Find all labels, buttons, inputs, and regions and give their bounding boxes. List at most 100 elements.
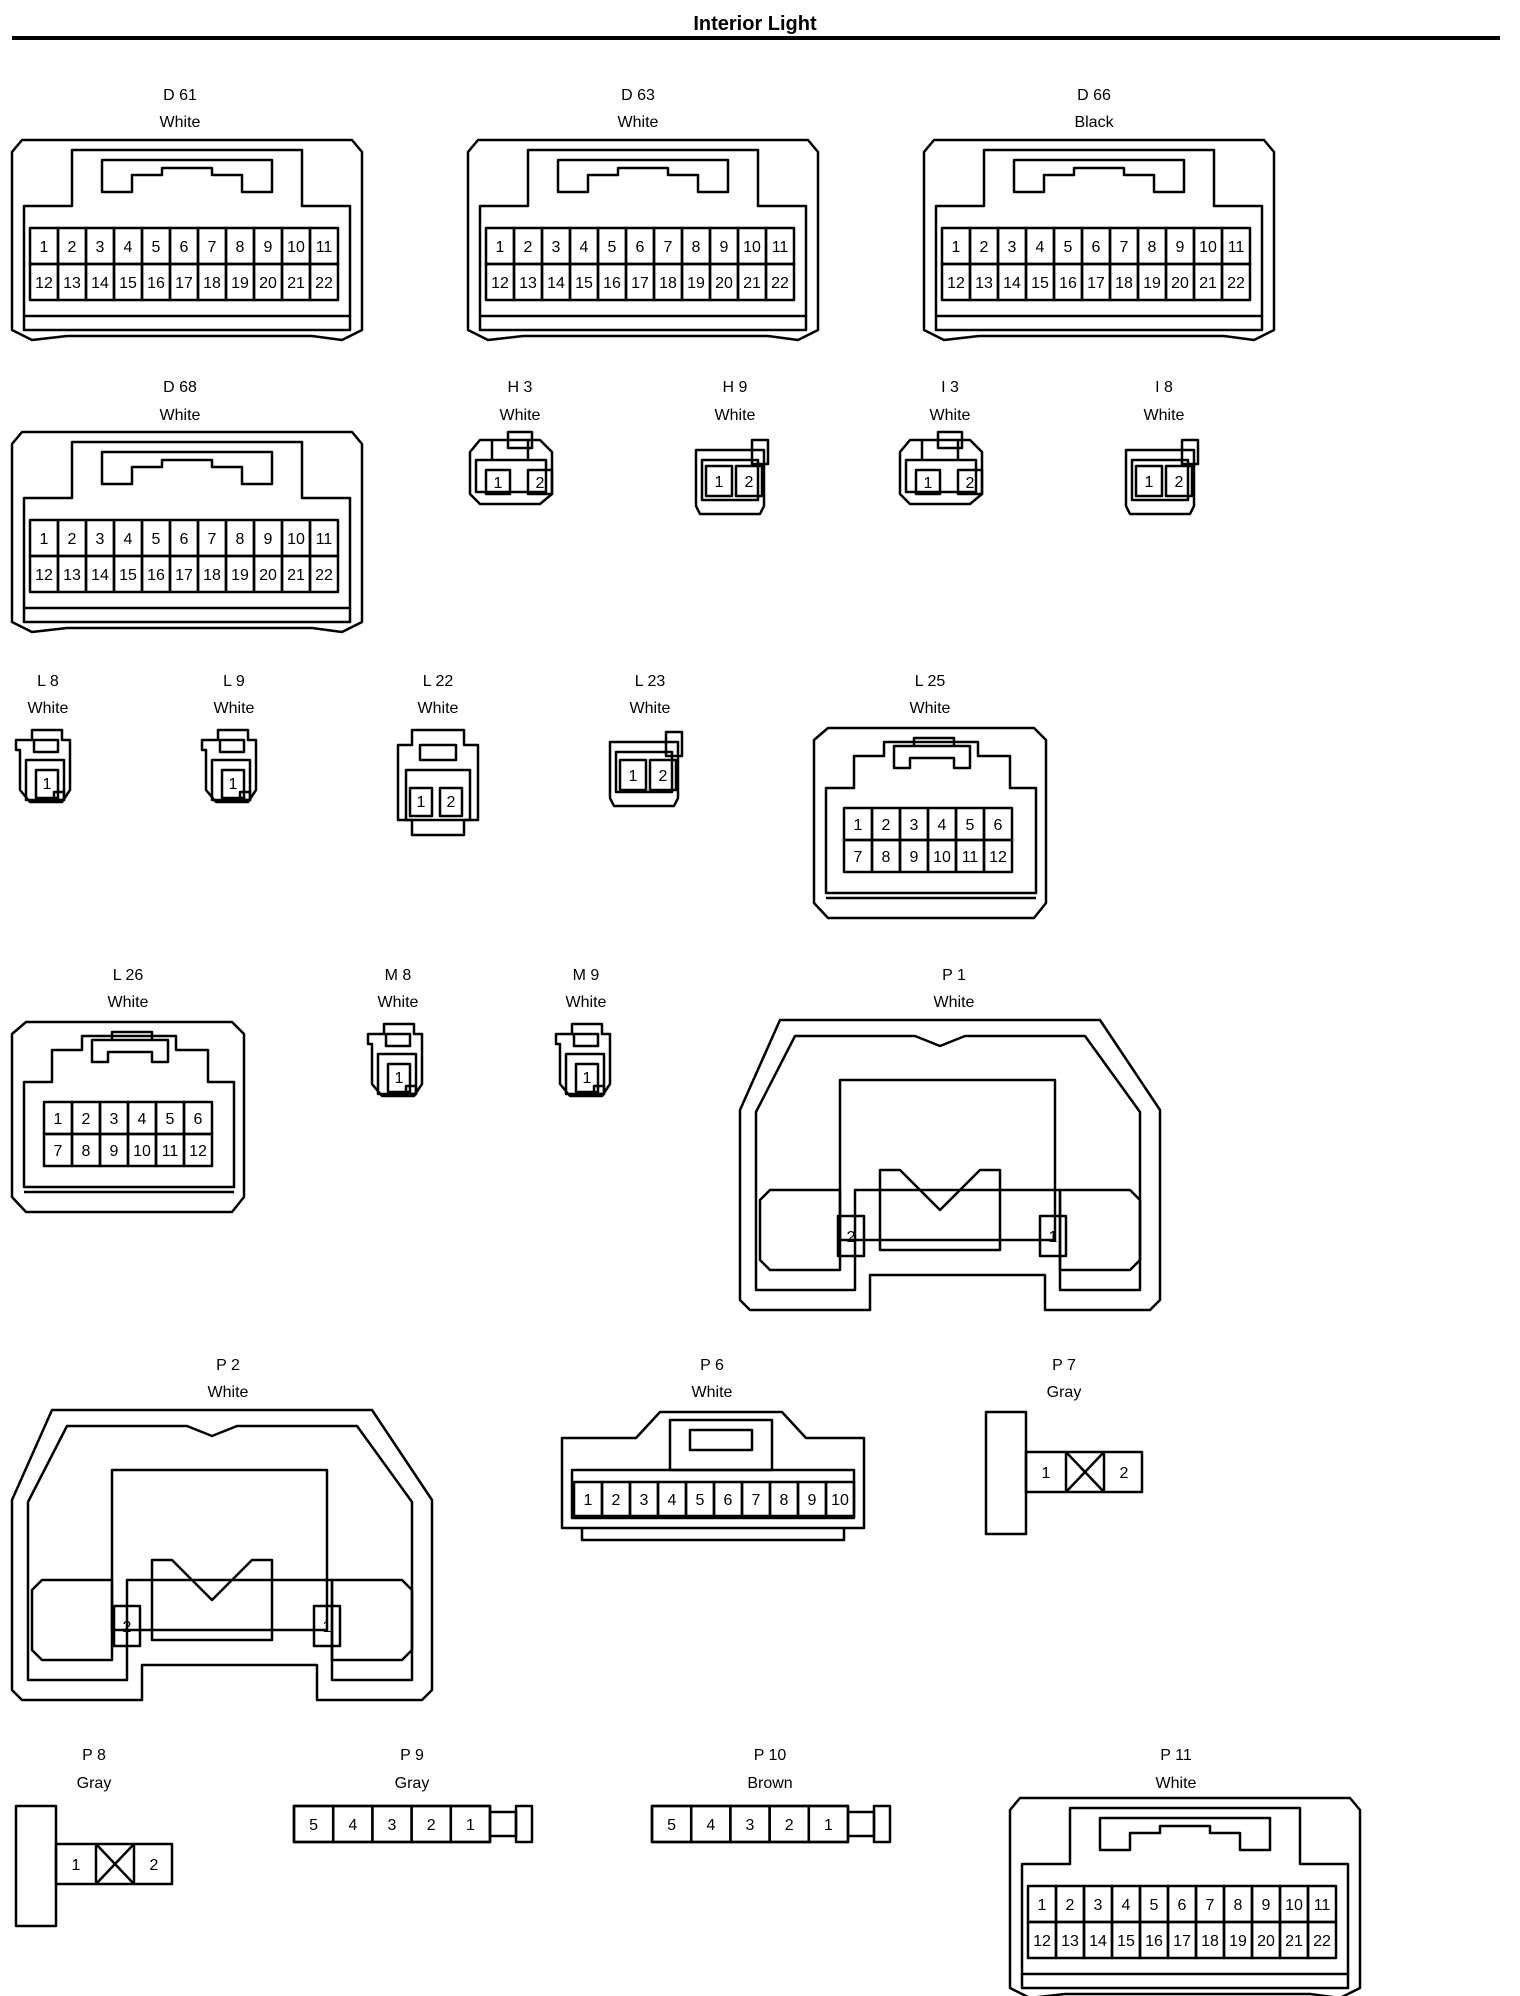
pin-number: 12 [1033, 1933, 1051, 1950]
connector-color: White [630, 700, 671, 717]
svg-text:2: 2 [847, 1229, 856, 1246]
pin-number: 6 [636, 239, 645, 256]
pin-number: 19 [687, 275, 705, 292]
svg-text:1: 1 [229, 776, 238, 793]
connector-id: P 8 [82, 1747, 106, 1764]
pin-number: 4 [668, 1492, 677, 1509]
pin-cell [182, 1132, 214, 1168]
pin-number: 15 [119, 275, 137, 292]
pin-number: 1 [466, 1817, 475, 1834]
svg-text:1: 1 [72, 1857, 81, 1874]
connector-id: D 68 [163, 379, 197, 396]
connector-color: White [28, 700, 69, 717]
connector-id: P 1 [942, 967, 966, 984]
pin-number: 18 [203, 275, 221, 292]
connector-id: D 61 [163, 87, 197, 104]
pin-number: 15 [119, 567, 137, 584]
pin-number: 17 [1173, 1933, 1191, 1950]
pin-number: 21 [287, 275, 305, 292]
pin-cell [449, 1804, 492, 1844]
pin-number: 12 [491, 275, 509, 292]
pin-number: 8 [1148, 239, 1157, 256]
pin-number: 14 [547, 275, 565, 292]
pin-number: 8 [236, 531, 245, 548]
connector-id: D 63 [621, 87, 655, 104]
pin-number: 5 [667, 1817, 676, 1834]
pin-number: 11 [1228, 239, 1245, 256]
pin-number: 4 [706, 1817, 715, 1834]
connector-p1: P 1 White 2 1 [738, 967, 1162, 1312]
pin-number: 4 [1122, 1897, 1131, 1914]
pin-number: 12 [35, 275, 53, 292]
connector-color: Brown [747, 1775, 792, 1792]
connector-id: P 6 [700, 1357, 724, 1374]
pin-number: 14 [1003, 275, 1021, 292]
pin-number: 9 [808, 1492, 817, 1509]
pin-number: 6 [180, 239, 189, 256]
pin-number: 1 [40, 531, 49, 548]
pin-number: 3 [388, 1817, 397, 1834]
pin-number: 1 [54, 1111, 63, 1128]
pin-number: 10 [287, 531, 305, 548]
pin-number: 11 [316, 531, 333, 548]
connector-l23: L 23 White 1 2 [608, 673, 684, 808]
pin-number: 7 [208, 531, 217, 548]
pin-number: 16 [603, 275, 621, 292]
svg-text:2: 2 [745, 474, 754, 491]
pin-number: 7 [854, 849, 863, 866]
pin-number: 21 [1199, 275, 1217, 292]
pin-number: 11 [772, 239, 789, 256]
connector-m8: M 8 White 1 [366, 967, 424, 1098]
pin-number: 4 [124, 531, 133, 548]
pin-number: 1 [584, 1492, 593, 1509]
pin-number: 8 [82, 1143, 91, 1160]
connector-id: L 25 [915, 673, 946, 690]
svg-text:1: 1 [715, 474, 724, 491]
pin-number: 3 [640, 1492, 649, 1509]
connector-id: H 3 [508, 379, 533, 396]
pin-number: 3 [746, 1817, 755, 1834]
pin-number: 19 [231, 275, 249, 292]
connector-color: White [418, 700, 459, 717]
pin-number: 12 [947, 275, 965, 292]
connector-l22: L 22 White 1 2 [396, 673, 480, 837]
pin-number: 2 [1066, 1897, 1075, 1914]
pin-number: 1 [1038, 1897, 1047, 1914]
pin-number: 3 [910, 817, 919, 834]
pin-number: 8 [1234, 1897, 1243, 1914]
pin-number: 18 [659, 275, 677, 292]
connector-color: White [160, 114, 201, 131]
pin-number: 21 [1285, 1933, 1303, 1950]
pin-number: 13 [63, 275, 81, 292]
pin-number: 13 [1061, 1933, 1079, 1950]
pin-number: 22 [1313, 1933, 1331, 1950]
pin-number: 17 [1087, 275, 1105, 292]
pin-number: 10 [831, 1492, 849, 1509]
pin-number: 20 [715, 275, 733, 292]
connector-m9: M 9 White 1 [554, 967, 612, 1098]
pin-number: 15 [1117, 1933, 1135, 1950]
pin-number: 5 [1150, 1897, 1159, 1914]
connector-color: White [566, 994, 607, 1011]
pin-number: 9 [264, 239, 273, 256]
pin-number: 15 [575, 275, 593, 292]
connector-l9: L 9 White 1 [200, 673, 258, 804]
pin-number: 16 [1059, 275, 1077, 292]
svg-text:1: 1 [395, 1070, 404, 1087]
pin-number: 4 [138, 1111, 147, 1128]
pin-number: 6 [1178, 1897, 1187, 1914]
pin-cell [1220, 262, 1252, 302]
pin-number: 2 [68, 531, 77, 548]
connector-id: P 2 [216, 1357, 240, 1374]
pin-number: 10 [743, 239, 761, 256]
pin-number: 7 [664, 239, 673, 256]
pin-number: 3 [1008, 239, 1017, 256]
connector-color: White [208, 1384, 249, 1401]
